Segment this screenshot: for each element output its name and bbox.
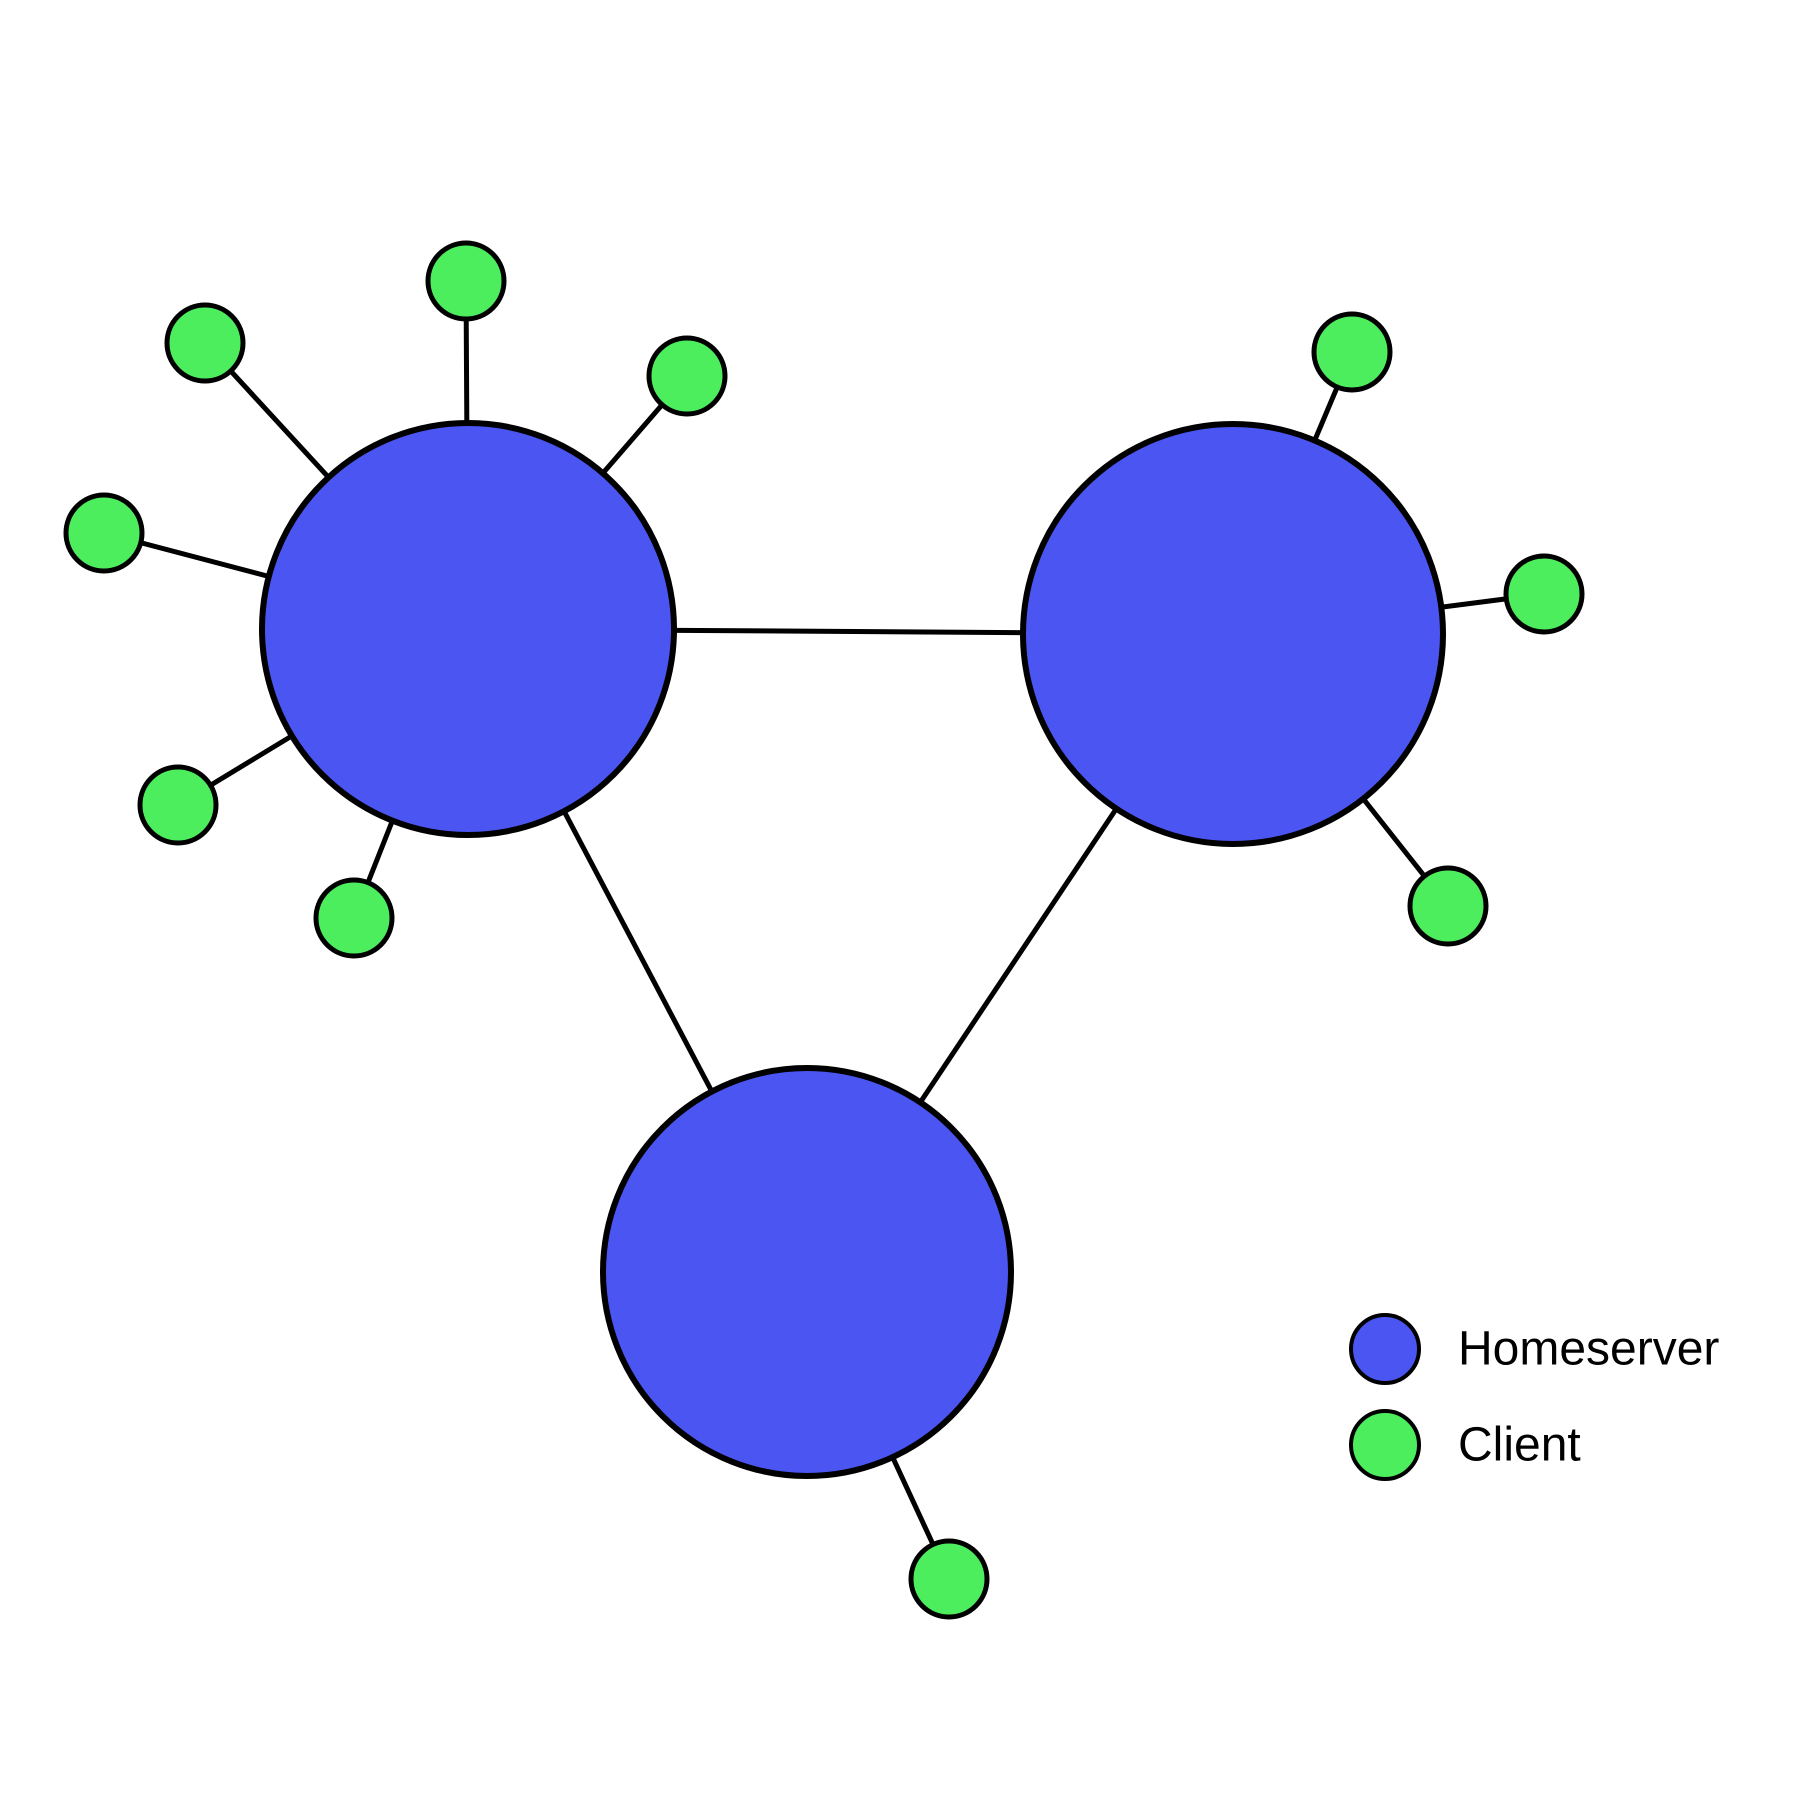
homeserver-node-hs2 (1020, 421, 1446, 847)
homeserver-node-hs3 (600, 1065, 1014, 1479)
legend-label-client: Client (1458, 1419, 1581, 1472)
client-node-hs3-client-bottom (908, 1538, 990, 1620)
client-node-hs1-client-bottom (313, 877, 395, 959)
legend-swatch-homeserver (1349, 1313, 1421, 1385)
node-layer (63, 240, 1585, 1620)
legend-swatch-client (1349, 1409, 1421, 1481)
legend-label-homeserver: Homeserver (1458, 1323, 1719, 1376)
client-node-hs1-client-upper-left (164, 302, 246, 384)
client-node-hs1-client-lower-left (137, 764, 219, 846)
client-node-hs1-client-left (63, 492, 145, 574)
client-node-hs1-client-upper-right (646, 335, 728, 417)
client-node-hs2-client-top (1311, 311, 1393, 393)
client-node-hs1-client-top (425, 240, 507, 322)
client-node-hs2-client-lower-right (1407, 865, 1489, 947)
client-node-hs2-client-right (1503, 553, 1585, 635)
homeserver-node-hs1 (259, 420, 677, 838)
